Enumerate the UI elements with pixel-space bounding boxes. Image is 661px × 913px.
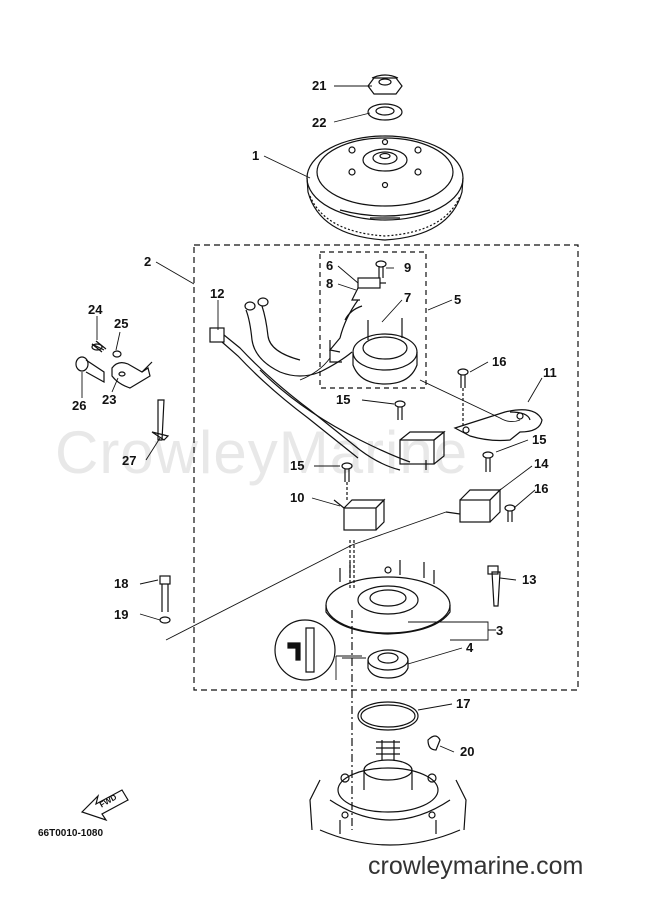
callout-16-lower: 16	[534, 481, 548, 496]
callout-7: 7	[404, 290, 411, 305]
wire-harness-part-12	[209, 297, 411, 471]
nut-part-21	[367, 74, 403, 95]
washer-part-19	[159, 616, 171, 624]
screw-part-9	[375, 260, 387, 278]
fwd-arrow-icon	[80, 789, 129, 822]
seal-inset-circle	[274, 619, 336, 681]
callout-21: 21	[312, 78, 326, 93]
callout-4: 4	[466, 640, 474, 655]
screw-part-15-a	[394, 400, 406, 420]
callout-12: 12	[210, 286, 224, 301]
callout-9: 9	[404, 260, 411, 275]
callout-15-b: 15	[532, 432, 546, 447]
callout-16-upper: 16	[492, 354, 506, 369]
callout-19: 19	[114, 607, 128, 622]
callout-6: 6	[326, 258, 333, 273]
leader-lines	[81, 85, 543, 753]
screw-part-16-upper	[457, 368, 469, 428]
callout-23: 23	[102, 392, 116, 407]
callout-labels: 21 22 1 2 6 9 8 7 5 12 24 25 26 23 16 11…	[72, 78, 557, 759]
callout-13: 13	[522, 572, 536, 587]
callout-15-a: 15	[336, 392, 350, 407]
callout-2: 2	[144, 254, 151, 269]
charge-coil-part-10	[333, 498, 386, 531]
pulser-coil-box	[319, 251, 427, 389]
stator-assembly-box	[193, 244, 579, 691]
callout-25: 25	[114, 316, 128, 331]
oil-seal-part-4	[367, 649, 409, 679]
bolt-part-18	[159, 575, 171, 612]
callout-3: 3	[496, 623, 503, 638]
charge-coil-upper	[399, 430, 446, 470]
crankshaft-and-block	[309, 740, 467, 846]
stator-base-part-3	[325, 540, 451, 635]
callout-5: 5	[454, 292, 461, 307]
part-code: 66T0010-1080	[38, 828, 103, 839]
ground-lead-part-23	[91, 340, 153, 389]
callout-1: 1	[252, 148, 259, 163]
flywheel-part-1	[306, 135, 464, 241]
pulser-bracket-part-6	[351, 277, 386, 301]
grommet-part-26	[75, 356, 105, 384]
clamp-part-27	[151, 399, 170, 441]
callout-20: 20	[460, 744, 474, 759]
pulser-coil-part-7	[328, 299, 418, 385]
callout-15-c: 15	[290, 458, 304, 473]
screw-part-15-c	[341, 462, 353, 500]
callout-27: 27	[122, 453, 136, 468]
washer-part-22	[367, 103, 403, 121]
callout-26: 26	[72, 398, 86, 413]
footer-url: crowleymarine.com	[368, 852, 584, 880]
callout-11: 11	[543, 365, 557, 380]
screw-part-16-lower	[504, 504, 516, 522]
charge-coil-part-14	[445, 488, 502, 523]
callout-14: 14	[534, 456, 549, 471]
callout-10: 10	[290, 490, 304, 505]
retainer-part-11	[453, 409, 543, 442]
callout-8: 8	[326, 276, 333, 291]
callout-24: 24	[88, 302, 103, 317]
callout-18: 18	[114, 576, 128, 591]
callout-22: 22	[312, 115, 326, 130]
callout-17: 17	[456, 696, 470, 711]
screw-part-15-b	[482, 451, 494, 472]
key-part-20	[427, 735, 441, 751]
o-ring-part-17	[357, 701, 419, 731]
cable-tie-part-13	[487, 565, 501, 607]
